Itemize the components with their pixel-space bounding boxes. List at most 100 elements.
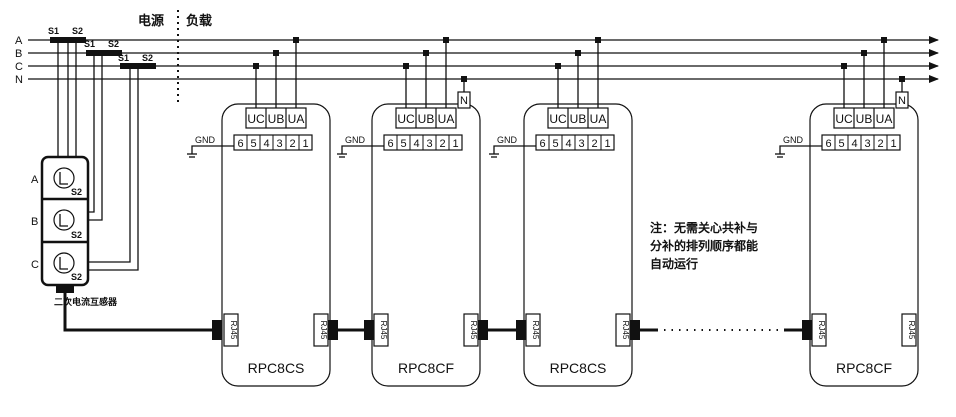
rj45-left-port-label: RJ45 <box>531 321 540 340</box>
rj45-plug <box>516 320 526 340</box>
tap-node <box>881 37 887 43</box>
pin-label: 2 <box>289 138 295 150</box>
rj45-right-port[interactable] <box>901 313 917 347</box>
terminal-label-ub: UB <box>570 112 587 126</box>
ct-output-connector <box>56 285 74 293</box>
ct-to-module-cable <box>63 293 214 332</box>
ct-phase-b: B <box>31 216 38 228</box>
rj45-right-port-label: RJ45 <box>469 321 478 340</box>
power-lines: A B C N <box>15 35 939 86</box>
ct-coil-a-icon <box>53 167 75 189</box>
ct-phase-c: C <box>31 259 39 271</box>
terminal-label-ub: UB <box>418 112 435 126</box>
line-label-n: N <box>15 74 23 86</box>
gnd-label: GND <box>195 135 216 145</box>
terminal-label-uc: UC <box>549 112 567 126</box>
ct-wire-c2 <box>86 69 139 271</box>
terminal-label-ua: UA <box>876 112 893 126</box>
neutral-label: N <box>460 95 468 107</box>
pin-label: 6 <box>237 138 243 150</box>
pin-label: 3 <box>864 138 870 150</box>
note-line-1: 注：无需关心共补与 <box>650 220 758 235</box>
terminal-label-uc: UC <box>247 112 265 126</box>
ct-a-s1: S1 <box>48 26 59 36</box>
tap-node <box>841 63 847 69</box>
line-label-a: A <box>15 35 23 47</box>
rj45-plug <box>802 320 812 340</box>
rj45-right-port-label: RJ45 <box>907 321 916 340</box>
neutral-label: N <box>898 95 906 107</box>
ct-wire-c1 <box>86 69 131 263</box>
ct-bus-bars: S1 S2 S1 S2 S1 S2 <box>48 26 156 69</box>
terminal-label-ub: UB <box>268 112 285 126</box>
module-model-label: RPC8CF <box>836 360 892 376</box>
rj45-left-port-label: RJ45 <box>379 321 388 340</box>
ct-caption: 二次电流互感器 <box>54 296 118 308</box>
line-label-c: C <box>15 61 23 73</box>
pin-label: 2 <box>439 138 445 150</box>
gnd-wire <box>191 145 234 154</box>
ct-c-s1: S1 <box>118 53 129 63</box>
pin-label: 6 <box>539 138 545 150</box>
terminal-label-ua: UA <box>590 112 607 126</box>
ct-coil-b-mark <box>59 214 68 227</box>
ct-bus-b <box>86 50 122 56</box>
terminal-label-uc: UC <box>397 112 415 126</box>
tap-node <box>253 63 259 69</box>
rj45-left-port-label: RJ45 <box>229 321 238 340</box>
pin-label: 3 <box>426 138 432 150</box>
load-label: 负载 <box>186 13 212 29</box>
ct-coil-c-icon <box>53 252 75 274</box>
ct-bus-a <box>50 37 86 43</box>
note-line-2: 分补的排列顺序都能 <box>650 238 758 253</box>
ct-b-s1: S1 <box>84 39 95 49</box>
rj45-plug <box>478 320 488 340</box>
note-block: 注：无需关心共补与 分补的排列顺序都能 自动运行 <box>650 220 758 271</box>
rj45-left-port[interactable] <box>223 313 239 347</box>
pin-label: 1 <box>452 138 458 150</box>
tap-node <box>555 63 561 69</box>
pin-label: 6 <box>825 138 831 150</box>
note-line-3: 自动运行 <box>650 256 698 271</box>
ct-b-s2: S2 <box>108 39 119 49</box>
line-label-b: B <box>15 48 22 60</box>
module-model-label: RPC8CS <box>550 360 607 376</box>
tap-node <box>595 37 601 43</box>
pin-label: 5 <box>552 138 558 150</box>
pin-label: 3 <box>276 138 282 150</box>
terminal-label-uc: UC <box>835 112 853 126</box>
gnd-wire <box>341 145 384 154</box>
rj45-plug <box>630 320 640 340</box>
terminal-label-ub: UB <box>856 112 873 126</box>
tap-node <box>273 50 279 56</box>
pin-label: 5 <box>250 138 256 150</box>
neutral-tap-node <box>461 76 467 82</box>
source-label: 电源 <box>138 13 164 29</box>
pin-label: 1 <box>302 138 308 150</box>
pin-label: 1 <box>604 138 610 150</box>
ct-wire-b2 <box>86 56 103 221</box>
ct-a-s2: S2 <box>72 26 83 36</box>
ct-coil-a-mark <box>59 172 68 185</box>
ct-coil-c-mark <box>59 257 68 270</box>
pin-label: 4 <box>413 138 419 150</box>
ct-bus-c <box>120 63 156 69</box>
pin-label: 4 <box>851 138 857 150</box>
pin-label: 2 <box>877 138 883 150</box>
tap-node <box>861 50 867 56</box>
tap-node <box>293 37 299 43</box>
rj45-plug <box>328 320 338 340</box>
rj45-right-port-label: RJ45 <box>621 321 630 340</box>
ct-phase-a: A <box>31 174 39 186</box>
ct-housing: A B C S2 S2 S2 二次电流互感器 <box>31 155 118 308</box>
tap-node <box>575 50 581 56</box>
rj45-plug <box>364 320 374 340</box>
pin-label: 1 <box>890 138 896 150</box>
source-load-divider: 电源 负载 <box>138 10 212 102</box>
